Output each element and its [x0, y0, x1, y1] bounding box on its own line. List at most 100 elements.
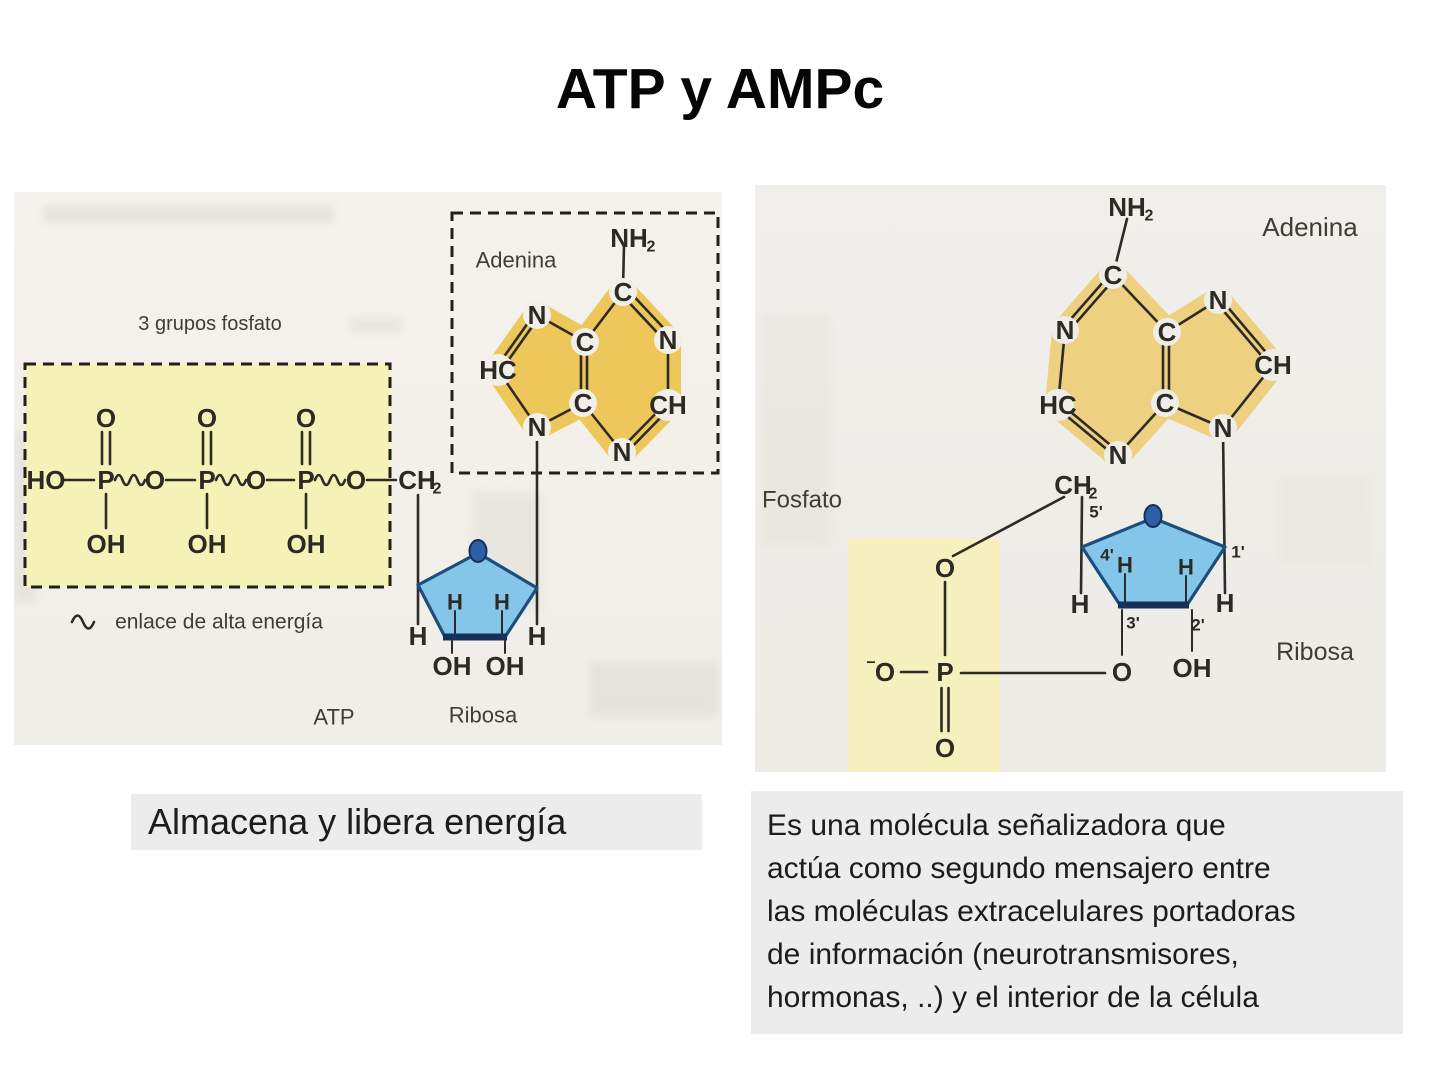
atom-H: H: [1071, 589, 1090, 619]
atom-OH: OH: [486, 651, 525, 681]
atom-CH: CH: [649, 390, 687, 420]
atom-NH2-subscript: 2: [1145, 208, 1154, 225]
phosphate-chain: HO P O P O P O CH 2 O O O OH OH OH: [27, 403, 442, 559]
adenina-label: Adenina: [1262, 212, 1358, 242]
atom-NH2-subscript: 2: [647, 239, 656, 256]
phosphate-groups-box: [23, 362, 392, 589]
atom-P: P: [97, 465, 114, 495]
camp-caption-line: hormonas, ..) y el interior de la célula: [767, 981, 1259, 1014]
atom-H: H: [1117, 553, 1133, 578]
atom-OH: OH: [287, 529, 326, 559]
phosphate-atoms: O − O P O O OH: [866, 553, 1211, 763]
high-energy-label: enlace de alta energía: [115, 611, 323, 634]
atom-HO: HO: [27, 465, 66, 495]
atom-H: H: [409, 621, 428, 651]
atom-C: C: [614, 277, 633, 307]
atom-H: H: [447, 590, 463, 615]
high-energy-legend: enlace de alta energía: [70, 611, 323, 634]
position-5-prime: 5': [1089, 503, 1103, 522]
atp-caption: Almacena y libera energía: [131, 794, 702, 850]
camp-caption: Es una molécula señalizadora que actúa c…: [751, 791, 1403, 1034]
atom-NH2: NH: [1108, 192, 1146, 222]
atom-N: N: [1209, 285, 1228, 315]
ribose-sugar: H H H H OH OH: [409, 539, 547, 681]
atom-C: C: [576, 327, 595, 357]
atom-HC: HC: [1039, 390, 1077, 420]
atom-O: O: [935, 733, 955, 763]
camp-diagram-panel: NH 2 C N C HC C N N CH N CH 2 O − O P O …: [755, 185, 1386, 772]
atp-structure-svg: 3 grupos fosfato Adenina: [14, 206, 720, 730]
high-energy-bond-icon: [70, 614, 96, 630]
atom-N: N: [613, 437, 632, 467]
camp-caption-line: de información (neurotransmisores,: [767, 938, 1239, 971]
atom-N: N: [528, 412, 547, 442]
atom-C: C: [1104, 260, 1123, 290]
atom-N: N: [659, 325, 678, 355]
camp-caption-line: actúa como segundo mensajero entre: [767, 852, 1271, 885]
atom-OH: OH: [188, 529, 227, 559]
scan-artifacts: [761, 315, 1370, 565]
atom-N: N: [528, 300, 547, 330]
atom-C: C: [574, 388, 593, 418]
atom-NH2: NH: [610, 223, 648, 253]
atom-O: O: [346, 465, 366, 495]
camp-caption-line: las moléculas extracelulares portadoras: [767, 895, 1296, 928]
atom-O: O: [145, 465, 165, 495]
camp-caption-line: Es una molécula señalizadora que: [767, 809, 1226, 842]
atom-OH: OH: [87, 529, 126, 559]
atom-CH2-subscript: 2: [1089, 486, 1098, 503]
atom-P: P: [936, 657, 953, 687]
position-3-prime: 3': [1126, 614, 1140, 633]
atp-caption-text: Almacena y libera energía: [148, 801, 567, 842]
high-energy-bond-icon: [313, 473, 347, 487]
atom-H: H: [1216, 588, 1235, 618]
adenine-atoms: NH 2 C N C HC C N N CH N: [1039, 192, 1292, 470]
atom-O: O: [197, 403, 217, 433]
ribose-sugar: H H H H 5' 4' 1' 3' 2': [1071, 503, 1245, 656]
position-4-prime: 4': [1100, 546, 1114, 565]
atom-P: P: [198, 465, 215, 495]
page-title: ATP y AMPc: [555, 57, 885, 121]
atom-OH: OH: [1173, 653, 1212, 683]
position-1-prime: 1': [1231, 543, 1245, 562]
atom-O-minus-charge: −: [866, 655, 875, 672]
phosphate-groups-label: 3 grupos fosfato: [138, 313, 281, 335]
atom-CH2-subscript: 2: [433, 481, 442, 498]
atom-H: H: [1178, 555, 1194, 580]
atom-OH: OH: [433, 651, 472, 681]
atom-O: O: [246, 465, 266, 495]
camp-structure-svg: NH 2 C N C HC C N N CH N CH 2 O − O P O …: [761, 192, 1370, 772]
atom-O: O: [875, 657, 895, 687]
atom-O: O: [296, 403, 316, 433]
atom-N: N: [1056, 315, 1075, 345]
atom-C: C: [1158, 317, 1177, 347]
atp-diagram-panel: 3 grupos fosfato Adenina: [14, 192, 722, 745]
atom-O: O: [96, 403, 116, 433]
phosphate-highlight: [848, 538, 1000, 772]
ribosa-label: Ribosa: [449, 703, 518, 728]
atom-O: O: [1112, 657, 1132, 687]
ribosa-label: Ribosa: [1276, 638, 1354, 666]
atom-HC: HC: [479, 355, 517, 385]
atom-masks: [482, 278, 684, 466]
high-energy-bond-icon: [113, 473, 147, 487]
atom-O: O: [935, 553, 955, 583]
atom-N: N: [1214, 413, 1233, 443]
atom-CH: CH: [1254, 350, 1292, 380]
adenine-atoms: NH 2 C N C HC C N N CH N: [479, 223, 687, 467]
atom-H: H: [494, 590, 510, 615]
fosfato-label: Fosfato: [762, 487, 842, 514]
atom-P: P: [297, 465, 314, 495]
phosphate-bonds: [899, 495, 1107, 733]
atp-label: ATP: [313, 705, 354, 730]
adenine-label: Adenina: [476, 248, 558, 273]
atom-H: H: [528, 621, 547, 651]
atom-C: C: [1156, 388, 1175, 418]
position-2-prime: 2': [1191, 616, 1205, 635]
atom-masks: [1042, 261, 1289, 469]
atom-N: N: [1109, 440, 1128, 470]
adenine-box: [450, 211, 720, 475]
atom-CH2: CH: [1054, 470, 1092, 500]
high-energy-bond-icon: [214, 473, 248, 487]
atom-CH2: CH: [398, 465, 436, 495]
